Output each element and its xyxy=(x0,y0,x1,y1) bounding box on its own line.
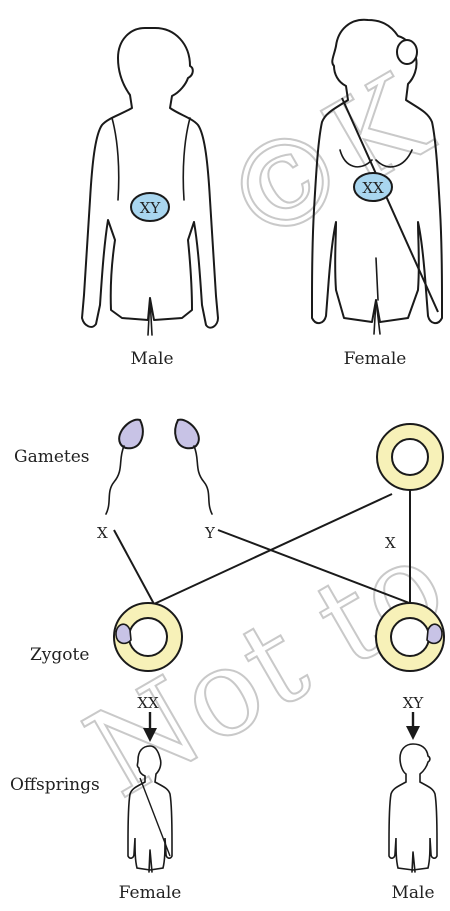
svg-text:©K: ©K xyxy=(200,49,450,275)
male-chromosomes: XY xyxy=(140,199,162,217)
gametes-row-label: Gametes xyxy=(14,447,90,467)
offspring-male-label: Male xyxy=(391,883,434,903)
offspring-right-chromosomes: XY xyxy=(403,694,425,712)
zygote-row-label: Zygote xyxy=(30,645,89,665)
egg-gamete xyxy=(377,424,443,490)
zygote-female xyxy=(114,603,182,671)
female-hair-bun xyxy=(397,40,417,64)
zygote-male xyxy=(376,603,444,671)
offsprings-row-label: Offsprings xyxy=(10,775,100,795)
sperm-y-label: Y xyxy=(204,524,216,542)
svg-text:Not to: Not to xyxy=(65,513,450,825)
offspring-male-figure xyxy=(389,744,437,872)
offspring-left-chromosomes: XX xyxy=(137,694,159,712)
arrow-right xyxy=(406,712,420,740)
female-chromosomes: XX xyxy=(362,179,384,197)
offspring-female-label: Female xyxy=(119,883,182,903)
male-figure: XY xyxy=(82,28,218,335)
sperm-x xyxy=(106,420,143,514)
sperm-x-label: X xyxy=(97,524,108,542)
female-parent-label: Female xyxy=(344,349,407,369)
male-parent-label: Male xyxy=(130,349,173,369)
sperm-y xyxy=(175,420,212,514)
egg-x-label: X xyxy=(385,534,396,552)
